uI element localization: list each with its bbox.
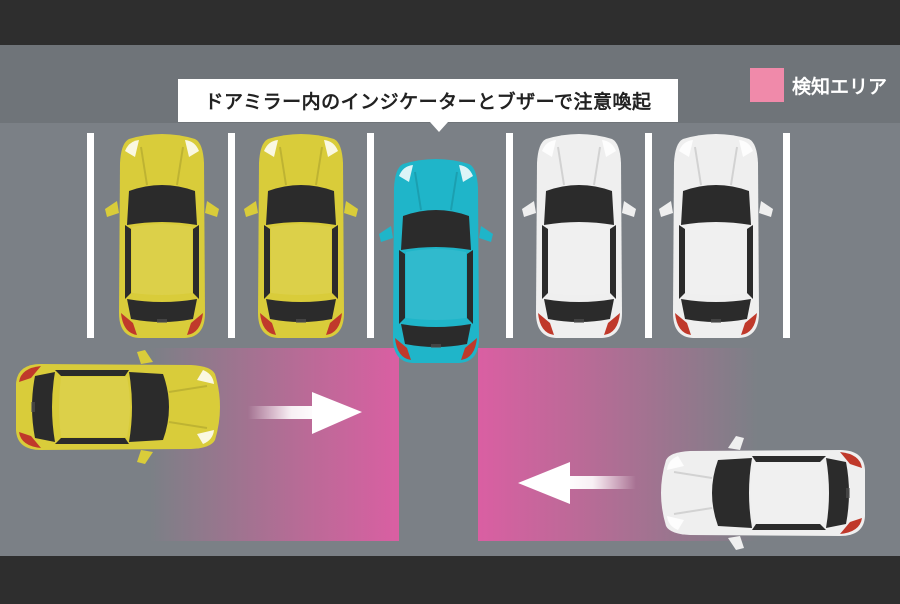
arrow-right-icon xyxy=(248,392,362,434)
parking-lines xyxy=(87,133,790,338)
parked-car-yellow-2 xyxy=(244,134,358,338)
parked-car-yellow-1 xyxy=(105,134,219,338)
bottom-frame xyxy=(0,556,900,600)
warning-callout: ドアミラー内のインジケーターとブザーで注意喚起 xyxy=(178,79,678,132)
legend: 検知エリア xyxy=(750,67,887,103)
parked-car-white-2 xyxy=(659,134,773,338)
top-frame xyxy=(0,0,900,45)
parked-car-white-1 xyxy=(522,134,636,338)
approaching-car-left xyxy=(16,350,220,464)
own-car xyxy=(379,159,493,363)
approaching-car-right xyxy=(661,436,865,550)
arrow-left-icon xyxy=(518,462,636,504)
legend-label: 検知エリア xyxy=(792,75,888,98)
legend-swatch xyxy=(750,68,784,102)
